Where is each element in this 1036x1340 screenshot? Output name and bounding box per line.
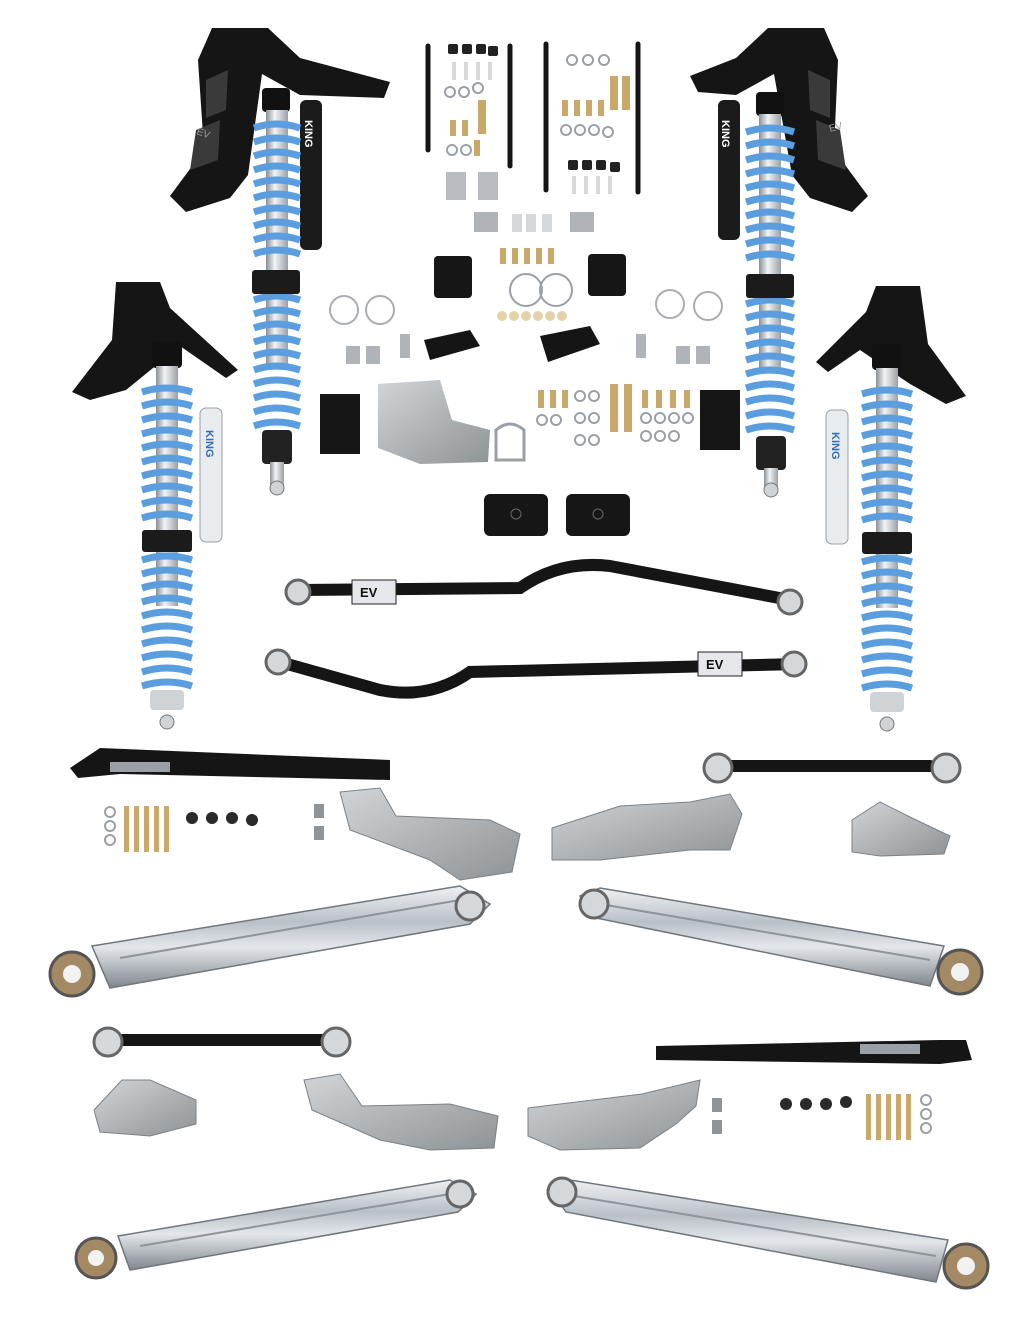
coilover-shock-front-left: KING xyxy=(252,88,322,496)
king-label: KING xyxy=(203,430,215,458)
upper-control-arm-front-left xyxy=(70,748,390,780)
rear-shock-mount-left xyxy=(72,282,238,400)
track-bar-lower: EV xyxy=(264,648,808,699)
king-label: KING xyxy=(829,432,841,460)
upper-control-arm-rear-right xyxy=(656,1040,972,1064)
sway-bar-links xyxy=(425,41,641,195)
front-shock-tower-left: EV xyxy=(170,28,390,212)
upper-control-arm-rear-left xyxy=(92,1026,352,1058)
evo-logo-track-bar-lower: EV xyxy=(706,657,724,672)
coilover-shock-rear-left: KING xyxy=(140,342,223,730)
hardware-kit-middle xyxy=(536,384,694,446)
upper-control-arm-front-right xyxy=(702,752,962,784)
evo-logo-track-bar-upper: EV xyxy=(360,585,378,600)
evo-logo-right-tower: EV xyxy=(828,121,844,135)
hardware-kit-arms xyxy=(104,804,932,1140)
axle-brackets xyxy=(93,787,951,1151)
mid-brackets xyxy=(320,326,740,464)
evo-logo-left-tower: EV xyxy=(195,126,212,141)
king-label: KING xyxy=(302,120,314,148)
lower-control-arm-front-right xyxy=(578,887,984,996)
hardware-kit-top xyxy=(444,44,630,200)
coilover-shock-front-right: KING xyxy=(718,92,796,498)
hose-clamps xyxy=(329,289,723,325)
coilover-shock-rear-right: KING xyxy=(825,344,914,732)
front-shock-tower-right: EV xyxy=(690,28,868,212)
track-bar-upper: EV xyxy=(284,558,804,616)
king-label: KING xyxy=(719,120,731,148)
bump-stop-brackets xyxy=(434,212,626,321)
lower-control-arm-front-left xyxy=(48,885,492,998)
bump-stop-pads xyxy=(484,494,630,536)
lower-control-arm-rear-left xyxy=(74,1179,478,1280)
lower-control-arm-rear-right xyxy=(546,1176,990,1290)
